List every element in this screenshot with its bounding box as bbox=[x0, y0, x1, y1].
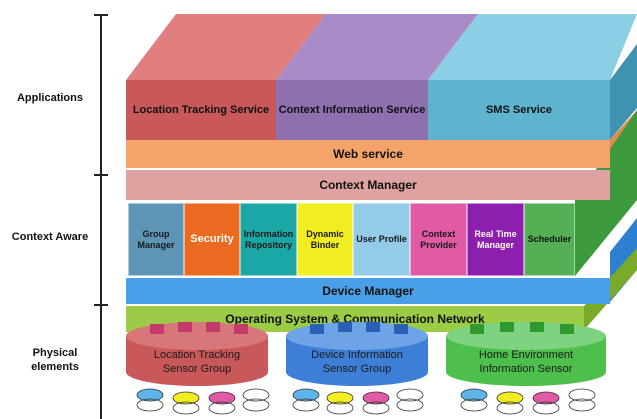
sensor-group-1-node bbox=[150, 324, 164, 334]
module-information-repository: Information Repository bbox=[240, 203, 297, 276]
sensor-puck bbox=[396, 388, 424, 402]
sensor-group-3-node bbox=[500, 322, 514, 332]
sensor-group-home-environment-label: Home Environment Information Sensor bbox=[478, 349, 574, 375]
sensor-puck bbox=[292, 388, 320, 402]
sensor-puck-base bbox=[172, 401, 200, 415]
web-service-bar: Web service bbox=[126, 140, 610, 168]
sensor-group-1-body bbox=[126, 336, 268, 386]
module-group-manager: Group Manager bbox=[128, 203, 184, 276]
sensor-group-2-node bbox=[338, 322, 352, 332]
app-context-information: Context Information Service bbox=[276, 80, 428, 140]
sensor-group-3-node bbox=[470, 324, 484, 334]
app-location-tracking: Location Tracking Service bbox=[126, 80, 276, 140]
sensor-puck bbox=[136, 388, 164, 402]
axis-tick-top bbox=[94, 14, 108, 16]
module-real-time-manager: Real Time Manager bbox=[467, 203, 524, 276]
app-location-tracking-label: Location Tracking Service bbox=[132, 104, 270, 116]
sensor-puck-base bbox=[496, 401, 524, 415]
layer-label-context-aware: Context Aware bbox=[11, 231, 89, 243]
app-sms-service-label: SMS Service bbox=[485, 104, 553, 116]
device-manager-label: Device Manager bbox=[322, 284, 414, 298]
layer-label-applications: Applications bbox=[16, 92, 83, 104]
sensor-group-2-body bbox=[286, 336, 428, 386]
sensor-puck-base bbox=[136, 398, 164, 412]
axis-tick-low bbox=[94, 304, 108, 306]
module-information-repository-label: Information Repository bbox=[243, 228, 294, 250]
sensor-puck bbox=[208, 391, 236, 405]
os-network-label: Operating System & Communication Network bbox=[225, 312, 485, 326]
axis-tick-mid bbox=[94, 174, 108, 176]
os-side bbox=[584, 248, 637, 330]
sensor-group-device-information-label: Device Information Sensor Group bbox=[311, 349, 403, 375]
sensor-puck-base bbox=[208, 401, 236, 415]
app-context-information-label: Context Information Service bbox=[278, 104, 426, 116]
sensor-puck bbox=[496, 391, 524, 405]
module-user-profile-label: User Profile bbox=[356, 234, 407, 244]
module-scheduler: Scheduler bbox=[524, 203, 575, 276]
module-dynamic-binder-label: Dynamic Binder bbox=[306, 228, 344, 250]
sensor-pucks bbox=[136, 388, 596, 415]
module-security-label: Security bbox=[190, 233, 234, 245]
module-dynamic-binder: Dynamic Binder bbox=[297, 203, 353, 276]
module-security: Security bbox=[184, 203, 240, 276]
sensor-puck-base bbox=[396, 398, 424, 412]
sensor-puck-base bbox=[292, 398, 320, 412]
sensor-group-1-node bbox=[178, 322, 192, 332]
app-sms-service: SMS Service bbox=[428, 80, 610, 140]
sensor-puck bbox=[362, 391, 390, 405]
module-context-provider-label: Context Provider bbox=[420, 228, 457, 250]
sensor-group-device-information: Device Information Sensor Group bbox=[296, 348, 418, 376]
sensor-puck bbox=[326, 391, 354, 405]
module-context-provider: Context Provider bbox=[410, 203, 467, 276]
sensor-puck bbox=[460, 388, 488, 402]
sensor-puck bbox=[172, 391, 200, 405]
sensor-puck-base bbox=[242, 398, 270, 412]
app1-top bbox=[126, 14, 326, 80]
layer-label-physical: Physical elements bbox=[31, 347, 79, 373]
web-service-label: Web service bbox=[333, 147, 403, 161]
sensor-puck-base bbox=[532, 401, 560, 415]
sensor-group-1-node bbox=[206, 322, 220, 332]
sensor-group-2-node bbox=[366, 322, 380, 332]
app2-top bbox=[276, 14, 478, 80]
sensor-puck-base bbox=[326, 401, 354, 415]
app3-side bbox=[610, 44, 637, 140]
sensor-puck bbox=[532, 391, 560, 405]
sensor-puck bbox=[242, 388, 270, 402]
sensor-group-3-node bbox=[560, 324, 574, 334]
sensor-group-location-tracking-label: Location Tracking Sensor Group bbox=[153, 349, 241, 375]
device-manager-bar: Device Manager bbox=[126, 278, 610, 304]
module-group-manager-label: Group Manager bbox=[137, 228, 175, 250]
sensor-puck-base bbox=[460, 398, 488, 412]
sensor-group-3-body bbox=[446, 336, 606, 386]
sensor-group-2-node bbox=[310, 324, 324, 334]
module-user-profile: User Profile bbox=[353, 203, 410, 276]
sensor-group-location-tracking: Location Tracking Sensor Group bbox=[136, 348, 258, 376]
sensor-puck bbox=[568, 388, 596, 402]
sensor-puck-base bbox=[362, 401, 390, 415]
module-scheduler-label: Scheduler bbox=[527, 234, 572, 244]
context-manager-bar: Context Manager bbox=[126, 170, 610, 200]
sensor-group-1-node bbox=[234, 324, 248, 334]
sensor-group-home-environment: Home Environment Information Sensor bbox=[458, 348, 594, 376]
context-manager-label: Context Manager bbox=[319, 178, 417, 192]
app3-top bbox=[428, 14, 637, 80]
layer-axis bbox=[100, 14, 102, 419]
sensor-group-2-node bbox=[394, 324, 408, 334]
sensor-puck-base bbox=[568, 398, 596, 412]
module-real-time-manager-label: Real Time Manager bbox=[474, 228, 517, 250]
sensor-group-3-node bbox=[530, 322, 544, 332]
